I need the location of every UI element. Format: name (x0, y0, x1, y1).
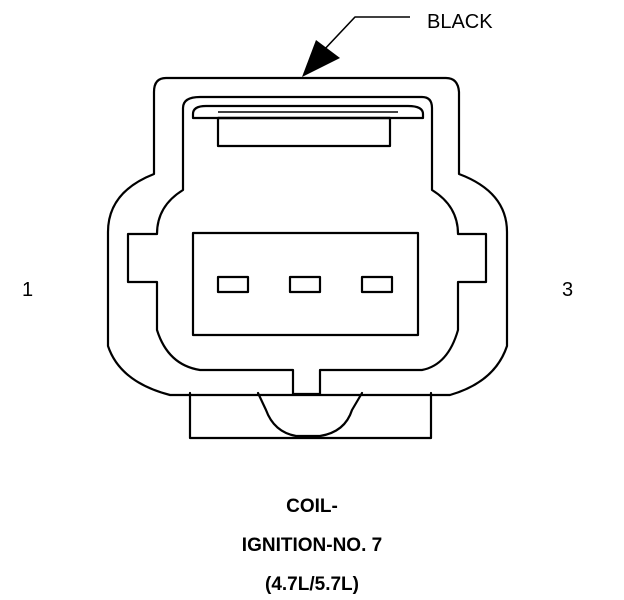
pin-label-left: 1 (22, 279, 34, 301)
locking-latch (191, 104, 425, 120)
connector-skirt (188, 391, 433, 440)
pin-terminal-1 (216, 275, 250, 294)
connector-bottom-notch (256, 391, 364, 438)
pin-terminal-3 (360, 275, 394, 294)
connector-title-line-3: (4.7L/5.7L) (265, 574, 359, 595)
terminal-cavity-window (191, 231, 420, 337)
pin-terminal-2 (288, 275, 322, 294)
connector-inner-shell (126, 95, 488, 396)
connector-title-line-2: IGNITION-NO. 7 (241, 535, 383, 556)
connector-outer-shell (106, 76, 509, 397)
latch-body (216, 116, 392, 148)
pin-label-right: 3 (562, 279, 574, 301)
color-leader-line (321, 16, 410, 53)
connector-color-label: BLACK (427, 11, 493, 33)
connector-title-line-1: COIL- (286, 496, 338, 517)
color-leader-arrow (302, 40, 340, 77)
